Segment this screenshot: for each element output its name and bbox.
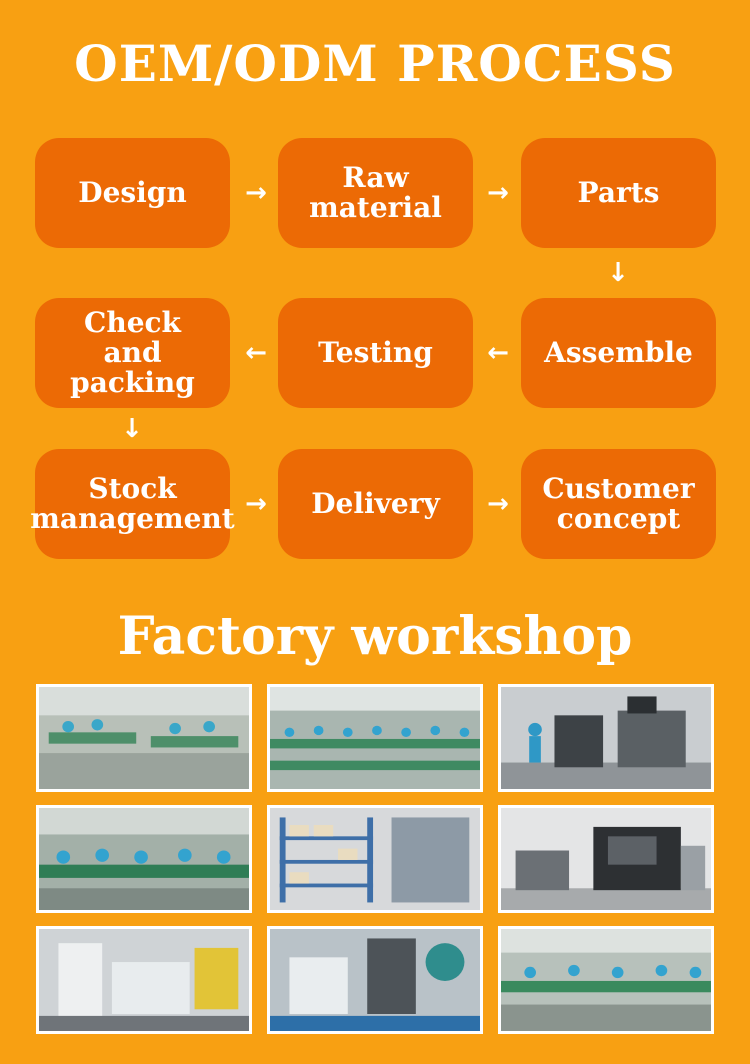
workshop-photo-workers xyxy=(36,805,252,913)
step-parts: Parts xyxy=(521,138,716,248)
workshop-photo-workbenches xyxy=(498,926,714,1034)
arrow-left-icon: ← xyxy=(245,338,267,368)
step-testing: Testing xyxy=(278,298,473,408)
arrow-right-icon: → xyxy=(487,489,509,519)
step-assemble: Assemble xyxy=(521,298,716,408)
workshop-photo-precision-equipment xyxy=(267,926,483,1034)
step-stock-management: Stock management xyxy=(30,449,235,559)
workshop-title: Factory workshop xyxy=(117,606,633,667)
arrow-down-icon: ↓ xyxy=(121,414,143,444)
workshop-photo-warehouse-shelves xyxy=(267,805,483,913)
step-raw-material: Raw material xyxy=(278,138,473,248)
step-delivery: Delivery xyxy=(278,449,473,559)
workshop-photo-production-floor xyxy=(267,684,483,792)
arrow-right-icon: → xyxy=(245,489,267,519)
arrow-right-icon: → xyxy=(245,178,267,208)
process-title: OEM/ODM PROCESS xyxy=(74,34,676,93)
step-raw-material-label: Raw material xyxy=(309,161,442,224)
workshop-photo-injection-machines xyxy=(36,926,252,1034)
step-delivery-label: Delivery xyxy=(311,487,440,520)
arrow-down-icon: ↓ xyxy=(607,258,629,288)
arrow-left-icon: ← xyxy=(487,338,509,368)
step-parts-label: Parts xyxy=(577,176,660,209)
step-assemble-label: Assemble xyxy=(544,336,693,369)
step-testing-label: Testing xyxy=(318,336,433,369)
step-design: Design xyxy=(35,138,230,248)
step-check-packing: Check and packing xyxy=(35,298,230,408)
step-customer-concept: Customer concept xyxy=(521,449,716,559)
workshop-photo-machinery xyxy=(498,684,714,792)
workshop-photo-assembly-line xyxy=(36,684,252,792)
step-check-packing-label: Check and packing xyxy=(70,306,195,399)
workshop-photo-cnc-machines xyxy=(498,805,714,913)
step-customer-concept-label: Customer concept xyxy=(542,472,695,535)
step-stock-management-label: Stock management xyxy=(30,472,235,535)
step-design-label: Design xyxy=(78,176,187,209)
arrow-right-icon: → xyxy=(487,178,509,208)
